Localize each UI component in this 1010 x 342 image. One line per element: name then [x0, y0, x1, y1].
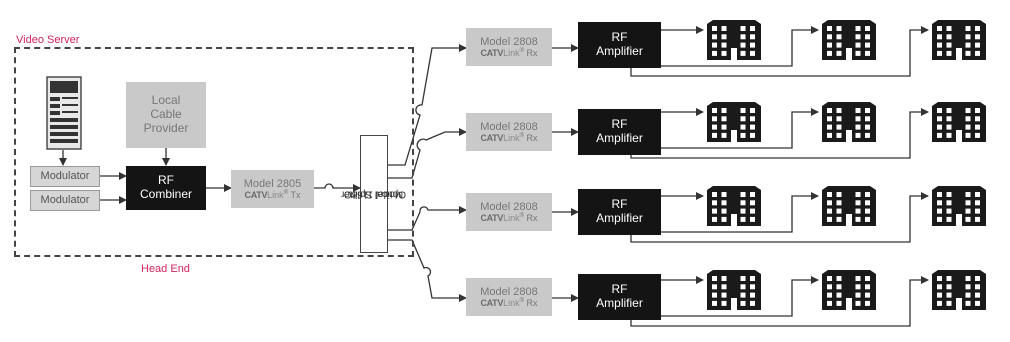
receiver-4: Model 2808 CATVLink® Rx	[466, 278, 552, 316]
receiver-4-model: Model 2808	[480, 285, 538, 298]
building-icon	[707, 102, 761, 142]
local-cable-provider-line-3: Provider	[143, 120, 189, 135]
rf-amplifier-2: RF Amplifier	[578, 109, 661, 155]
head-end-label: Head End	[141, 263, 190, 275]
rf-amplifier-3: RF Amplifier	[578, 189, 661, 235]
rf-combiner-line-2: Combiner	[139, 187, 193, 201]
rf-amplifier-4-line-2: Amplifier	[596, 296, 643, 310]
receiver-1-brand: CATVLink® Rx	[480, 48, 538, 59]
receiver-1-model: Model 2808	[480, 35, 538, 48]
receiver-3: Model 2808 CATVLink® Rx	[466, 193, 552, 231]
transmitter-brand: CATVLink® Tx	[244, 190, 301, 201]
rf-amplifier-2-line-1: RF	[611, 117, 628, 132]
receiver-4-brand: CATVLink® Rx	[480, 298, 538, 309]
video-server-label: Video Server	[16, 34, 80, 46]
building-icon	[707, 20, 761, 60]
server-rack-icon	[46, 76, 82, 150]
transmitter-model-2805: Model 2805 CATVLink® Tx	[231, 170, 314, 208]
building-icon	[932, 20, 986, 60]
modulator-2: Modulator	[30, 190, 100, 211]
rf-combiner-line-1: RF	[158, 173, 174, 188]
transmitter-model: Model 2805	[243, 177, 302, 190]
receiver-1: Model 2808 CATVLink® Rx	[466, 28, 552, 66]
rf-amplifier-4-line-1: RF	[611, 282, 628, 297]
building-icon	[822, 102, 876, 142]
local-cable-provider-line-2: Cable	[150, 107, 182, 122]
modulator-1: Modulator	[30, 166, 100, 187]
local-cable-provider: Local Cable Provider	[126, 82, 206, 148]
building-icon	[707, 270, 761, 310]
building-icon	[932, 270, 986, 310]
receiver-2-brand: CATVLink® Rx	[480, 133, 538, 144]
receiver-2-model: Model 2808	[480, 120, 538, 133]
rf-amplifier-4: RF Amplifier	[578, 274, 661, 320]
rf-amplifier-1: RF Amplifier	[578, 22, 661, 68]
building-icon	[932, 186, 986, 226]
rf-combiner: RF Combiner	[126, 166, 206, 210]
receiver-2: Model 2808 CATVLink® Rx	[466, 113, 552, 151]
rf-amplifier-1-line-1: RF	[611, 30, 628, 45]
head-end-boundary	[14, 47, 414, 257]
rf-amplifier-1-line-2: Amplifier	[596, 44, 643, 58]
local-cable-provider-line-1: Local	[151, 93, 181, 108]
building-icon	[932, 102, 986, 142]
building-icon	[822, 20, 876, 60]
receiver-3-brand: CATVLink® Rx	[480, 213, 538, 224]
building-icon	[822, 186, 876, 226]
rf-amplifier-2-line-2: Amplifier	[596, 131, 643, 145]
rf-amplifier-3-line-2: Amplifier	[596, 211, 643, 225]
rf-amplifier-3-line-1: RF	[611, 197, 628, 212]
receiver-3-model: Model 2808	[480, 200, 538, 213]
building-icon	[822, 270, 876, 310]
building-icon	[707, 186, 761, 226]
